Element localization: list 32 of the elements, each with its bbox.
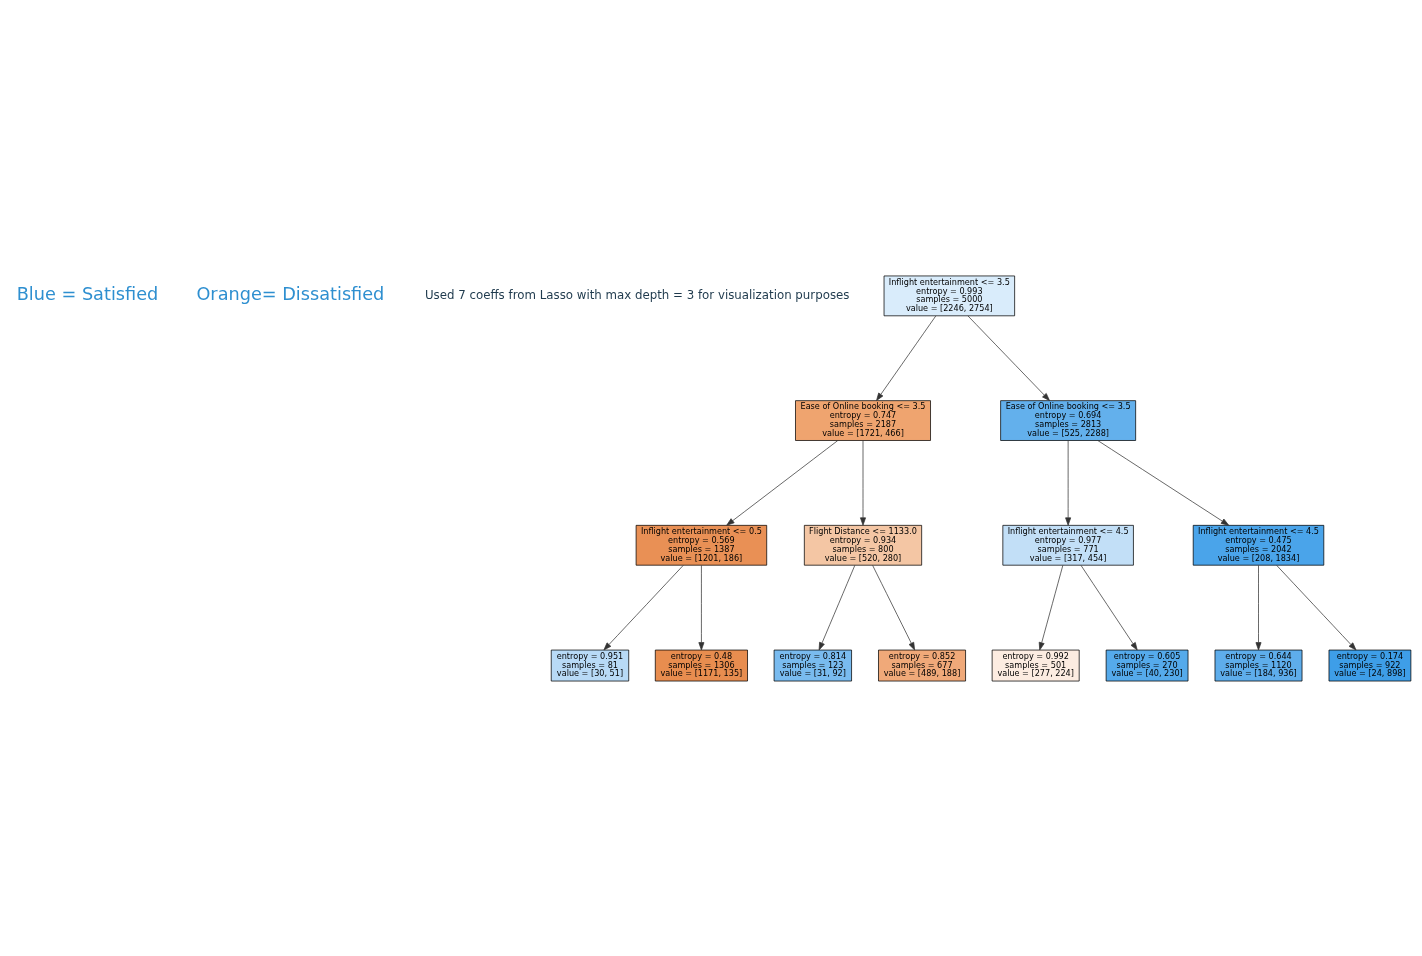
- arrow: [1276, 564, 1357, 650]
- arrow: [1080, 564, 1138, 650]
- node-box: entropy = 0.48 samples = 1306 value = [1171, 135]: [654, 649, 748, 681]
- arrow: [1255, 564, 1262, 650]
- node-box: entropy = 0.951 samples = 81 value = [30, 51]: [550, 649, 630, 681]
- node-box: Inflight entertainment <= 3.5 entropy = 0.993 samples = 5000 value = [2246, 2754]: [883, 275, 1015, 316]
- arrow: [1097, 439, 1230, 526]
- node-box: entropy = 0.852 samples = 677 value = [489, 188]: [878, 649, 966, 681]
- node-box: Inflight entertainment <= 4.5 entropy = 0.977 samples = 771 value = [317, 454]: [1002, 524, 1134, 566]
- node-box: entropy = 0.174 samples = 922 value = [24, 898]: [1328, 649, 1412, 681]
- label: Blue = Satisfied: [16, 283, 159, 304]
- node-box: Inflight entertainment <= 4.5 entropy = 0.475 samples = 2042 value = [208, 1834]: [1192, 524, 1325, 566]
- arrow: [603, 564, 684, 650]
- node-box: Flight Distance <= 1133.0 entropy = 0.934 samples = 800 value = [520, 280]: [803, 524, 923, 566]
- arrow: [967, 315, 1050, 401]
- arrow: [1038, 564, 1064, 650]
- arrow: [860, 439, 866, 526]
- arrow: [698, 564, 705, 650]
- node-box: entropy = 0.814 samples = 123 value = [31, 92]: [773, 649, 852, 681]
- node-box: Inflight entertainment <= 0.5 entropy = 0.569 samples = 1387 value = [1201, 186]: [635, 524, 768, 566]
- arrow: [876, 315, 937, 401]
- label: Used 7 coeffs from Lasso with max depth = 3 for visualization purposes: [424, 287, 850, 302]
- node-box: Ease of Online booking <= 3.5 entropy = 0.694 samples = 2813 value = [525, 2288]: [1000, 399, 1136, 441]
- arrow: [818, 564, 856, 650]
- node-box: entropy = 0.992 samples = 501 value = [277, 224]: [991, 649, 1080, 681]
- arrow: [1065, 439, 1072, 526]
- node-box: entropy = 0.605 samples = 270 value = [40, 230]: [1105, 649, 1189, 681]
- arrow: [872, 564, 916, 650]
- arrow: [726, 439, 839, 526]
- label: Orange= Dissatisfied: [196, 283, 385, 304]
- node-box: Ease of Online booking <= 3.5 entropy = 0.747 samples = 2187 value = [1721, 466]: [795, 399, 931, 441]
- node-box: entropy = 0.644 samples = 1120 value = [184, 936]: [1214, 649, 1303, 681]
